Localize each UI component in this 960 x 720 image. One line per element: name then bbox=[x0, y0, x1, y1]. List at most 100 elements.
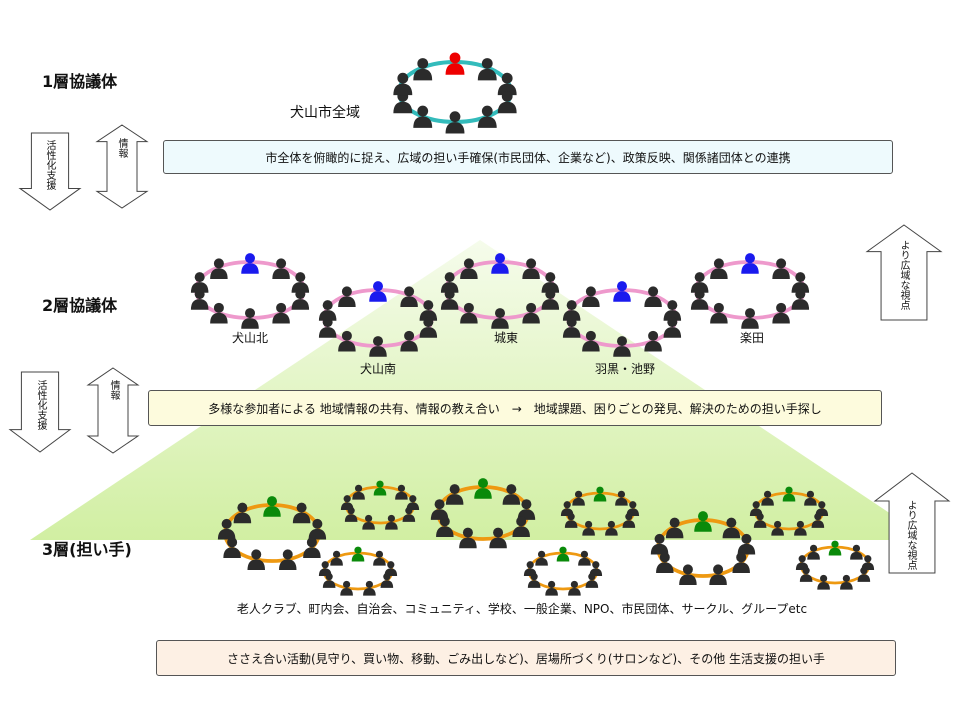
member-person-icon bbox=[393, 72, 413, 96]
member-person-icon bbox=[430, 499, 449, 520]
member-person-icon bbox=[522, 302, 540, 324]
member-person-icon bbox=[522, 258, 540, 280]
leader-person-icon bbox=[474, 478, 492, 499]
member-person-icon bbox=[585, 573, 599, 588]
leader-person-icon bbox=[828, 540, 842, 556]
member-person-icon bbox=[857, 567, 871, 582]
leader-person-icon bbox=[556, 546, 570, 562]
member-person-icon bbox=[690, 272, 709, 293]
leader-person-icon bbox=[369, 281, 387, 302]
member-person-icon bbox=[512, 516, 530, 537]
member-person-icon bbox=[497, 72, 517, 96]
member-person-icon bbox=[373, 550, 386, 566]
layer3-meeting-circle-2 bbox=[340, 480, 420, 530]
layer2-title: 2層協議体 bbox=[42, 296, 118, 315]
leader-person-icon bbox=[694, 511, 712, 532]
member-person-icon bbox=[562, 300, 581, 321]
member-person-icon bbox=[380, 573, 394, 588]
wider-view-up-arrow-2 bbox=[873, 472, 951, 574]
district-label-inuyama-minami: 犬山南 bbox=[359, 362, 397, 376]
member-person-icon bbox=[385, 514, 398, 530]
info-arrow-label-2: 情報 bbox=[108, 380, 119, 400]
member-person-icon bbox=[340, 580, 353, 596]
member-person-icon bbox=[395, 484, 408, 500]
member-person-icon bbox=[318, 300, 337, 321]
layer3-meeting-circle-3 bbox=[430, 478, 536, 549]
member-person-icon bbox=[650, 533, 669, 555]
member-person-icon bbox=[419, 300, 438, 321]
member-person-icon bbox=[613, 336, 631, 357]
layer2-description-box: 多様な参加者による 地域情報の共有、情報の教え合い → 地域課題、困りごとの発見… bbox=[148, 390, 882, 426]
member-person-icon bbox=[709, 564, 727, 586]
leader-person-icon bbox=[593, 486, 607, 502]
support-arrow-label-1: 活性化支援 bbox=[44, 140, 55, 190]
member-person-icon bbox=[217, 518, 236, 540]
leader-person-icon bbox=[445, 52, 465, 75]
member-person-icon bbox=[400, 330, 418, 352]
leader-person-icon bbox=[491, 253, 509, 274]
member-person-icon bbox=[338, 330, 356, 352]
layer3-meeting-circle-9 bbox=[795, 540, 875, 590]
info-double-arrow-2 bbox=[86, 367, 140, 454]
member-person-icon bbox=[791, 272, 810, 293]
member-person-icon bbox=[582, 286, 600, 308]
member-person-icon bbox=[840, 574, 853, 590]
member-person-icon bbox=[502, 484, 521, 505]
member-person-icon bbox=[663, 317, 682, 338]
layer2-meeting-circle-3 bbox=[440, 253, 560, 329]
member-person-icon bbox=[241, 308, 259, 329]
support-down-arrow-2 bbox=[8, 371, 72, 453]
member-person-icon bbox=[419, 317, 438, 338]
member-person-icon bbox=[413, 105, 433, 128]
layer1-title: 1層協議体 bbox=[42, 72, 118, 91]
member-person-icon bbox=[850, 544, 863, 560]
member-person-icon bbox=[804, 490, 817, 506]
layer3-meeting-circle-7 bbox=[318, 546, 398, 596]
groups-list-text: 老人クラブ、町内会、自治会、コミュニティ、学校、一般企業、NPO、市民団体、サー… bbox=[236, 602, 808, 616]
layer3-meeting-circle-4 bbox=[560, 486, 640, 536]
member-person-icon bbox=[369, 336, 387, 357]
layer1-meeting-circle bbox=[393, 52, 517, 134]
member-person-icon bbox=[663, 300, 682, 321]
district-label-inuyama-kita: 犬山北 bbox=[231, 331, 269, 345]
wider-view-arrow-label-2: より広域な視点 bbox=[905, 500, 916, 570]
leader-person-icon bbox=[373, 480, 387, 496]
member-person-icon bbox=[338, 286, 356, 308]
member-person-icon bbox=[656, 552, 674, 573]
layer2-meeting-circle-5 bbox=[690, 253, 810, 329]
member-person-icon bbox=[732, 552, 750, 573]
member-person-icon bbox=[308, 518, 327, 540]
wider-view-arrow-label-1: より広域な視点 bbox=[898, 240, 909, 310]
member-person-icon bbox=[445, 484, 464, 505]
member-person-icon bbox=[413, 58, 433, 81]
member-person-icon bbox=[291, 289, 310, 310]
member-person-icon bbox=[644, 286, 662, 308]
member-person-icon bbox=[445, 111, 465, 134]
member-person-icon bbox=[247, 549, 265, 571]
leader-person-icon bbox=[241, 253, 259, 274]
layer3-title: 3層(担い手) bbox=[42, 540, 132, 559]
member-person-icon bbox=[568, 580, 581, 596]
leader-person-icon bbox=[263, 496, 281, 517]
member-person-icon bbox=[459, 527, 477, 549]
district-label-joto: 城東 bbox=[493, 331, 519, 345]
member-person-icon bbox=[749, 501, 763, 517]
member-person-icon bbox=[272, 258, 290, 280]
member-person-icon bbox=[497, 90, 517, 114]
member-person-icon bbox=[817, 574, 830, 590]
layer3-meeting-circle-8 bbox=[523, 546, 603, 596]
member-person-icon bbox=[811, 513, 825, 528]
member-person-icon bbox=[210, 302, 228, 324]
district-label-haguro-ikeno: 羽黒・池野 bbox=[594, 362, 656, 376]
member-person-icon bbox=[560, 501, 574, 517]
layer1-description-box: 市全体を俯瞰的に捉え、広域の担い手確保(市民団体、企業など)、政策反映、関係諸団… bbox=[163, 140, 893, 174]
member-person-icon bbox=[318, 561, 332, 577]
member-person-icon bbox=[541, 289, 560, 310]
member-person-icon bbox=[772, 258, 790, 280]
leader-person-icon bbox=[613, 281, 631, 302]
member-person-icon bbox=[330, 550, 343, 566]
member-person-icon bbox=[771, 520, 784, 536]
member-person-icon bbox=[622, 513, 636, 528]
member-person-icon bbox=[384, 561, 398, 577]
member-person-icon bbox=[363, 580, 376, 596]
